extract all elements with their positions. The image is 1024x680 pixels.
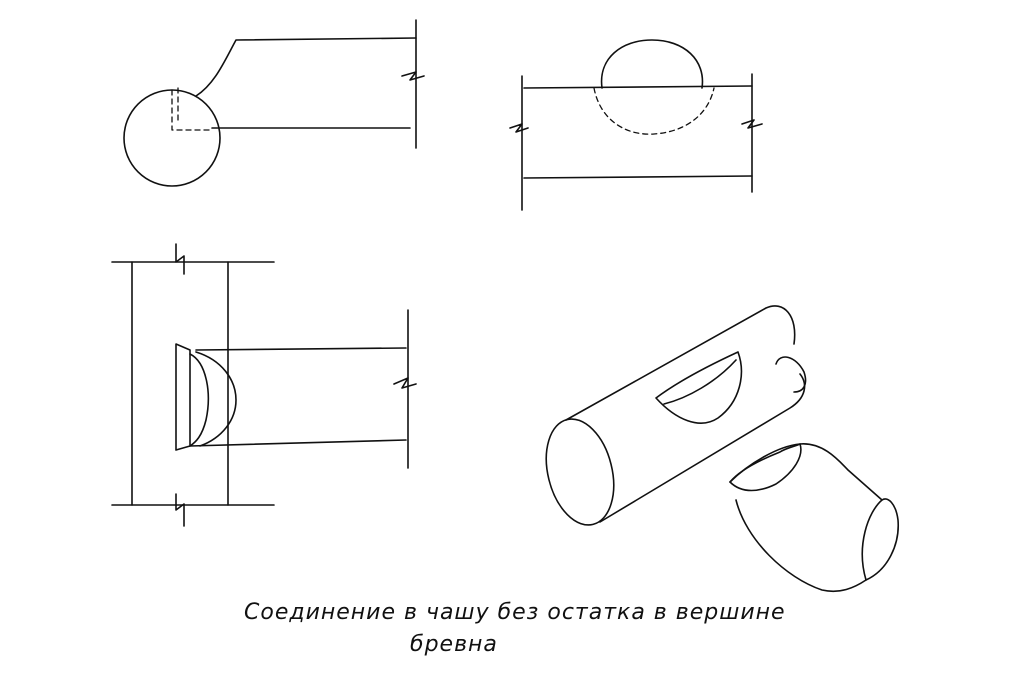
- horizontal-log-top: [195, 347, 407, 351]
- plan-view-round-notch: [123, 19, 425, 187]
- notch-inner-curve: [189, 353, 210, 447]
- branch-outline-top: [195, 37, 417, 97]
- side-view-joint: [111, 243, 417, 527]
- main-log-bottom-edge: [599, 373, 806, 523]
- crossing-log-circle-top: [600, 39, 704, 89]
- bowl-inner-curve: [663, 359, 737, 405]
- perspective-view-logs: [545, 305, 899, 593]
- caption-line-2: бревна: [410, 632, 498, 657]
- second-log-end: [861, 498, 899, 581]
- main-log-right-end: [775, 356, 807, 393]
- horizontal-log-bottom: [189, 439, 407, 447]
- break-mark: [401, 71, 425, 81]
- caption-line-1: Соединение в чашу без остатка в вершине: [244, 600, 786, 625]
- top-break-mark: [175, 243, 185, 275]
- notch-pocket: [175, 343, 191, 451]
- bottom-break-mark: [175, 493, 185, 527]
- main-log-end: [545, 418, 615, 526]
- hidden-bowl-curve: [593, 87, 715, 135]
- log-top-edge: [523, 85, 753, 89]
- notch-outer-curve: [195, 351, 237, 447]
- bowl-cut-outline: [655, 351, 743, 424]
- horizontal-break-mark: [393, 377, 417, 389]
- log-bottom-edge: [523, 175, 753, 179]
- right-break-mark: [741, 119, 763, 129]
- hidden-notch-line: [171, 89, 213, 131]
- second-log-top: [729, 443, 883, 501]
- second-log-notch: [729, 443, 802, 492]
- second-log-bottom: [735, 499, 867, 593]
- elevation-view-bowl: [509, 39, 763, 211]
- left-break-mark: [509, 123, 529, 133]
- main-log-top-edge: [565, 305, 796, 421]
